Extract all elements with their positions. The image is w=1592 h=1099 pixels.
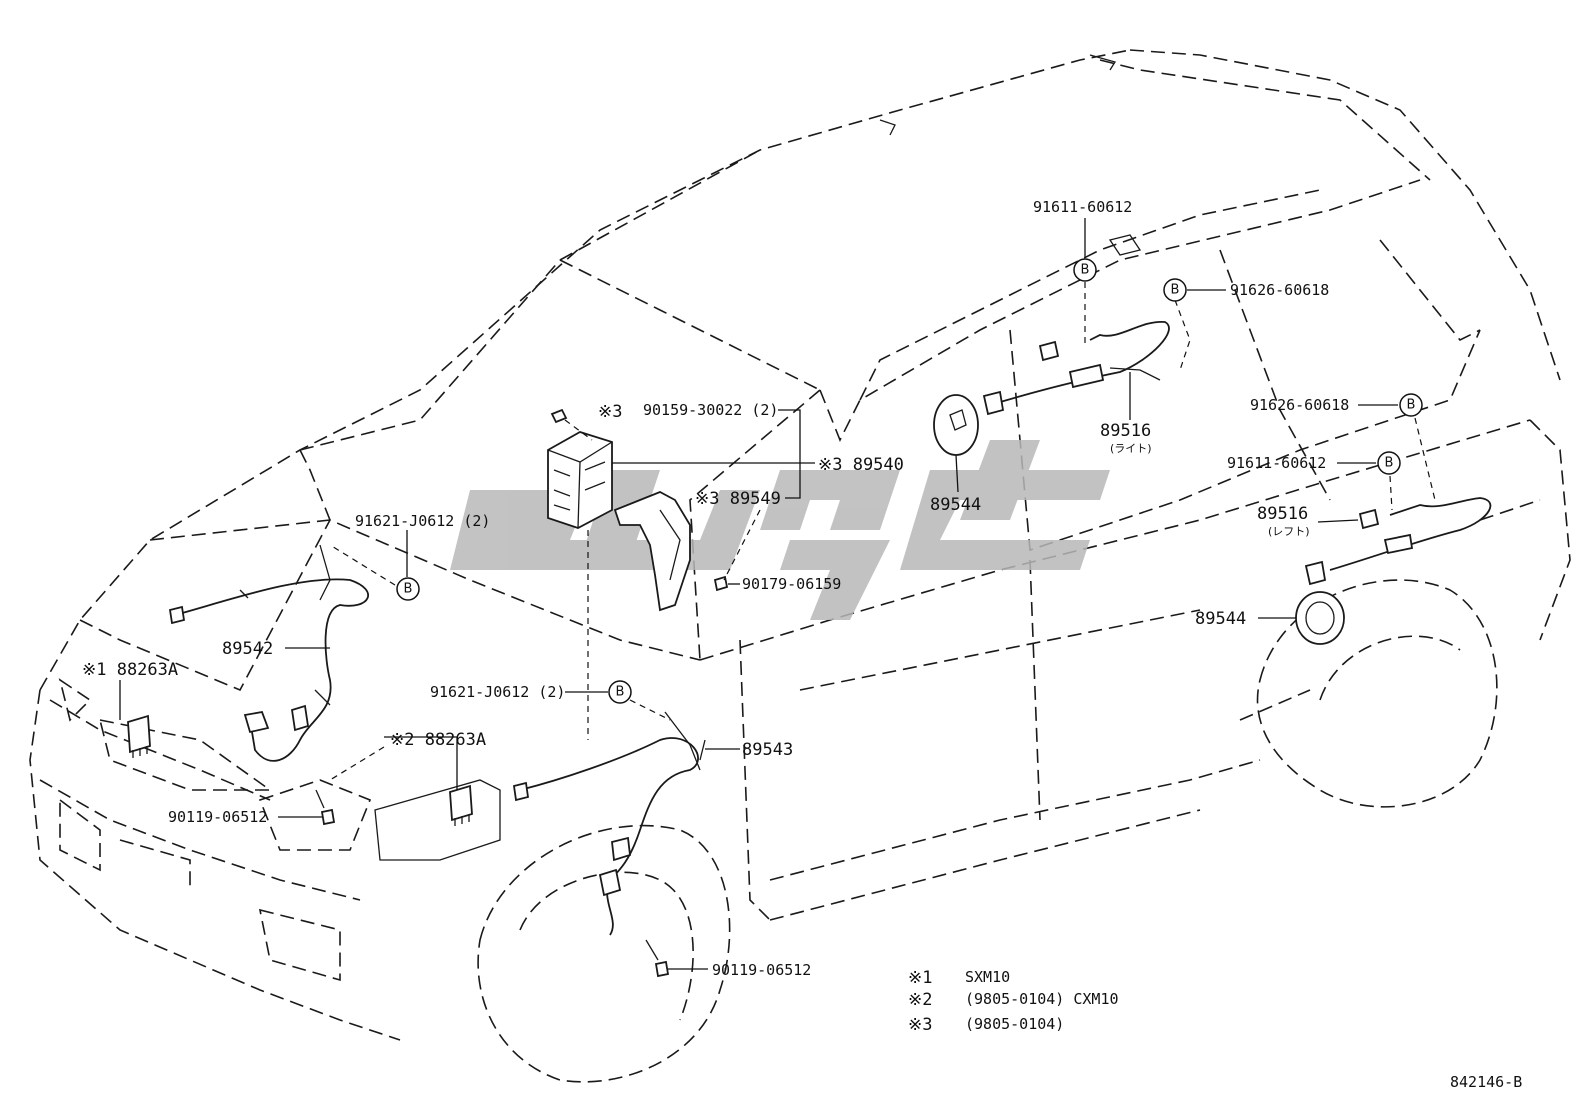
relay-88263a-2 xyxy=(374,779,501,861)
legend-mark-3: ※3 xyxy=(908,1015,932,1035)
rear-sensor-89516-left xyxy=(1304,497,1492,586)
bolt-marker-b-6: B xyxy=(608,680,632,704)
label-89516-left-sub: (レフト) xyxy=(1268,525,1310,538)
abs-computer-89540 xyxy=(547,431,613,529)
label-89549: ※3 89549 xyxy=(695,489,781,509)
label-90159: 90159-30022 (2) xyxy=(643,401,778,419)
label-88263a-2: ※2 88263A xyxy=(390,730,486,750)
bolt-marker-b-4: B xyxy=(1377,451,1401,475)
svg-text:B: B xyxy=(1385,456,1394,471)
svg-text:B: B xyxy=(1171,283,1180,298)
svg-text:B: B xyxy=(1407,398,1416,413)
sensor-rotor-89544-center xyxy=(933,394,979,456)
svg-text:B: B xyxy=(1081,263,1090,278)
bolt-marker-b-3: B xyxy=(1399,393,1423,417)
screw-90159 xyxy=(550,408,568,424)
label-88263a-1: ※1 88263A xyxy=(82,660,178,680)
legend-mark-1: ※1 xyxy=(908,968,932,988)
bolt-marker-b-5: B xyxy=(396,577,420,601)
label-89516-right-sub: (ライト) xyxy=(1110,442,1152,455)
legend-text-3: (9805-0104) xyxy=(965,1015,1064,1033)
legend-mark-2: ※2 xyxy=(908,990,932,1010)
label-89540: ※3 89540 xyxy=(818,455,904,475)
sensor-rotor-89544-right xyxy=(1295,591,1345,645)
label-89543: 89543 xyxy=(742,740,793,760)
bolt-marker-b-2: B xyxy=(1163,278,1187,302)
label-91611-top: 91611-60612 xyxy=(1033,198,1132,216)
vehicle-body-outline xyxy=(29,49,1571,1083)
diagram-code: 842146-B xyxy=(1450,1073,1522,1091)
label-89516-left: 89516 xyxy=(1257,504,1308,524)
label-91621-upper: 91621-J0612 (2) xyxy=(355,512,490,530)
label-91626-right: 91626-60618 xyxy=(1250,396,1349,414)
ecu-bracket-89549 xyxy=(613,491,691,612)
leader-lines xyxy=(119,218,1436,970)
clip-90179 xyxy=(713,575,729,592)
bolt-marker-b-1: B xyxy=(1073,258,1097,282)
label-90179: 90179-06159 xyxy=(742,575,841,593)
rear-sensor-89516-right xyxy=(982,321,1170,416)
label-89516-right: 89516 xyxy=(1100,421,1151,441)
bolt-90119-bottom xyxy=(645,939,670,978)
legend-text-1: SXM10 xyxy=(965,968,1010,986)
bolt-90119-left xyxy=(315,789,336,826)
label-91626-top: 91626-60618 xyxy=(1230,281,1329,299)
label-89542: 89542 xyxy=(222,639,273,659)
label-note3-screw: ※3 xyxy=(598,402,622,422)
part-labels: 91611-60612 91626-60618 89516 (ライト) 8954… xyxy=(82,198,1349,979)
label-91611-right: 91611-60612 xyxy=(1227,454,1326,472)
legend: ※1 SXM10 ※2 (9805-0104) CXM10 ※3 (9805-0… xyxy=(908,968,1119,1035)
label-89544-center: 89544 xyxy=(930,495,981,515)
front-sensor-89543 xyxy=(512,711,706,936)
relay-88263a-1 xyxy=(127,714,151,758)
svg-text:B: B xyxy=(404,582,413,597)
legend-text-2: (9805-0104) CXM10 xyxy=(965,990,1119,1008)
svg-text:B: B xyxy=(616,685,625,700)
front-sensor-89542 xyxy=(168,544,369,762)
label-90119-left: 90119-06512 xyxy=(168,808,267,826)
label-89544-right: 89544 xyxy=(1195,609,1246,629)
label-90119-bottom: 90119-06512 xyxy=(712,961,811,979)
label-91621-lower: 91621-J0612 (2) xyxy=(430,683,565,701)
